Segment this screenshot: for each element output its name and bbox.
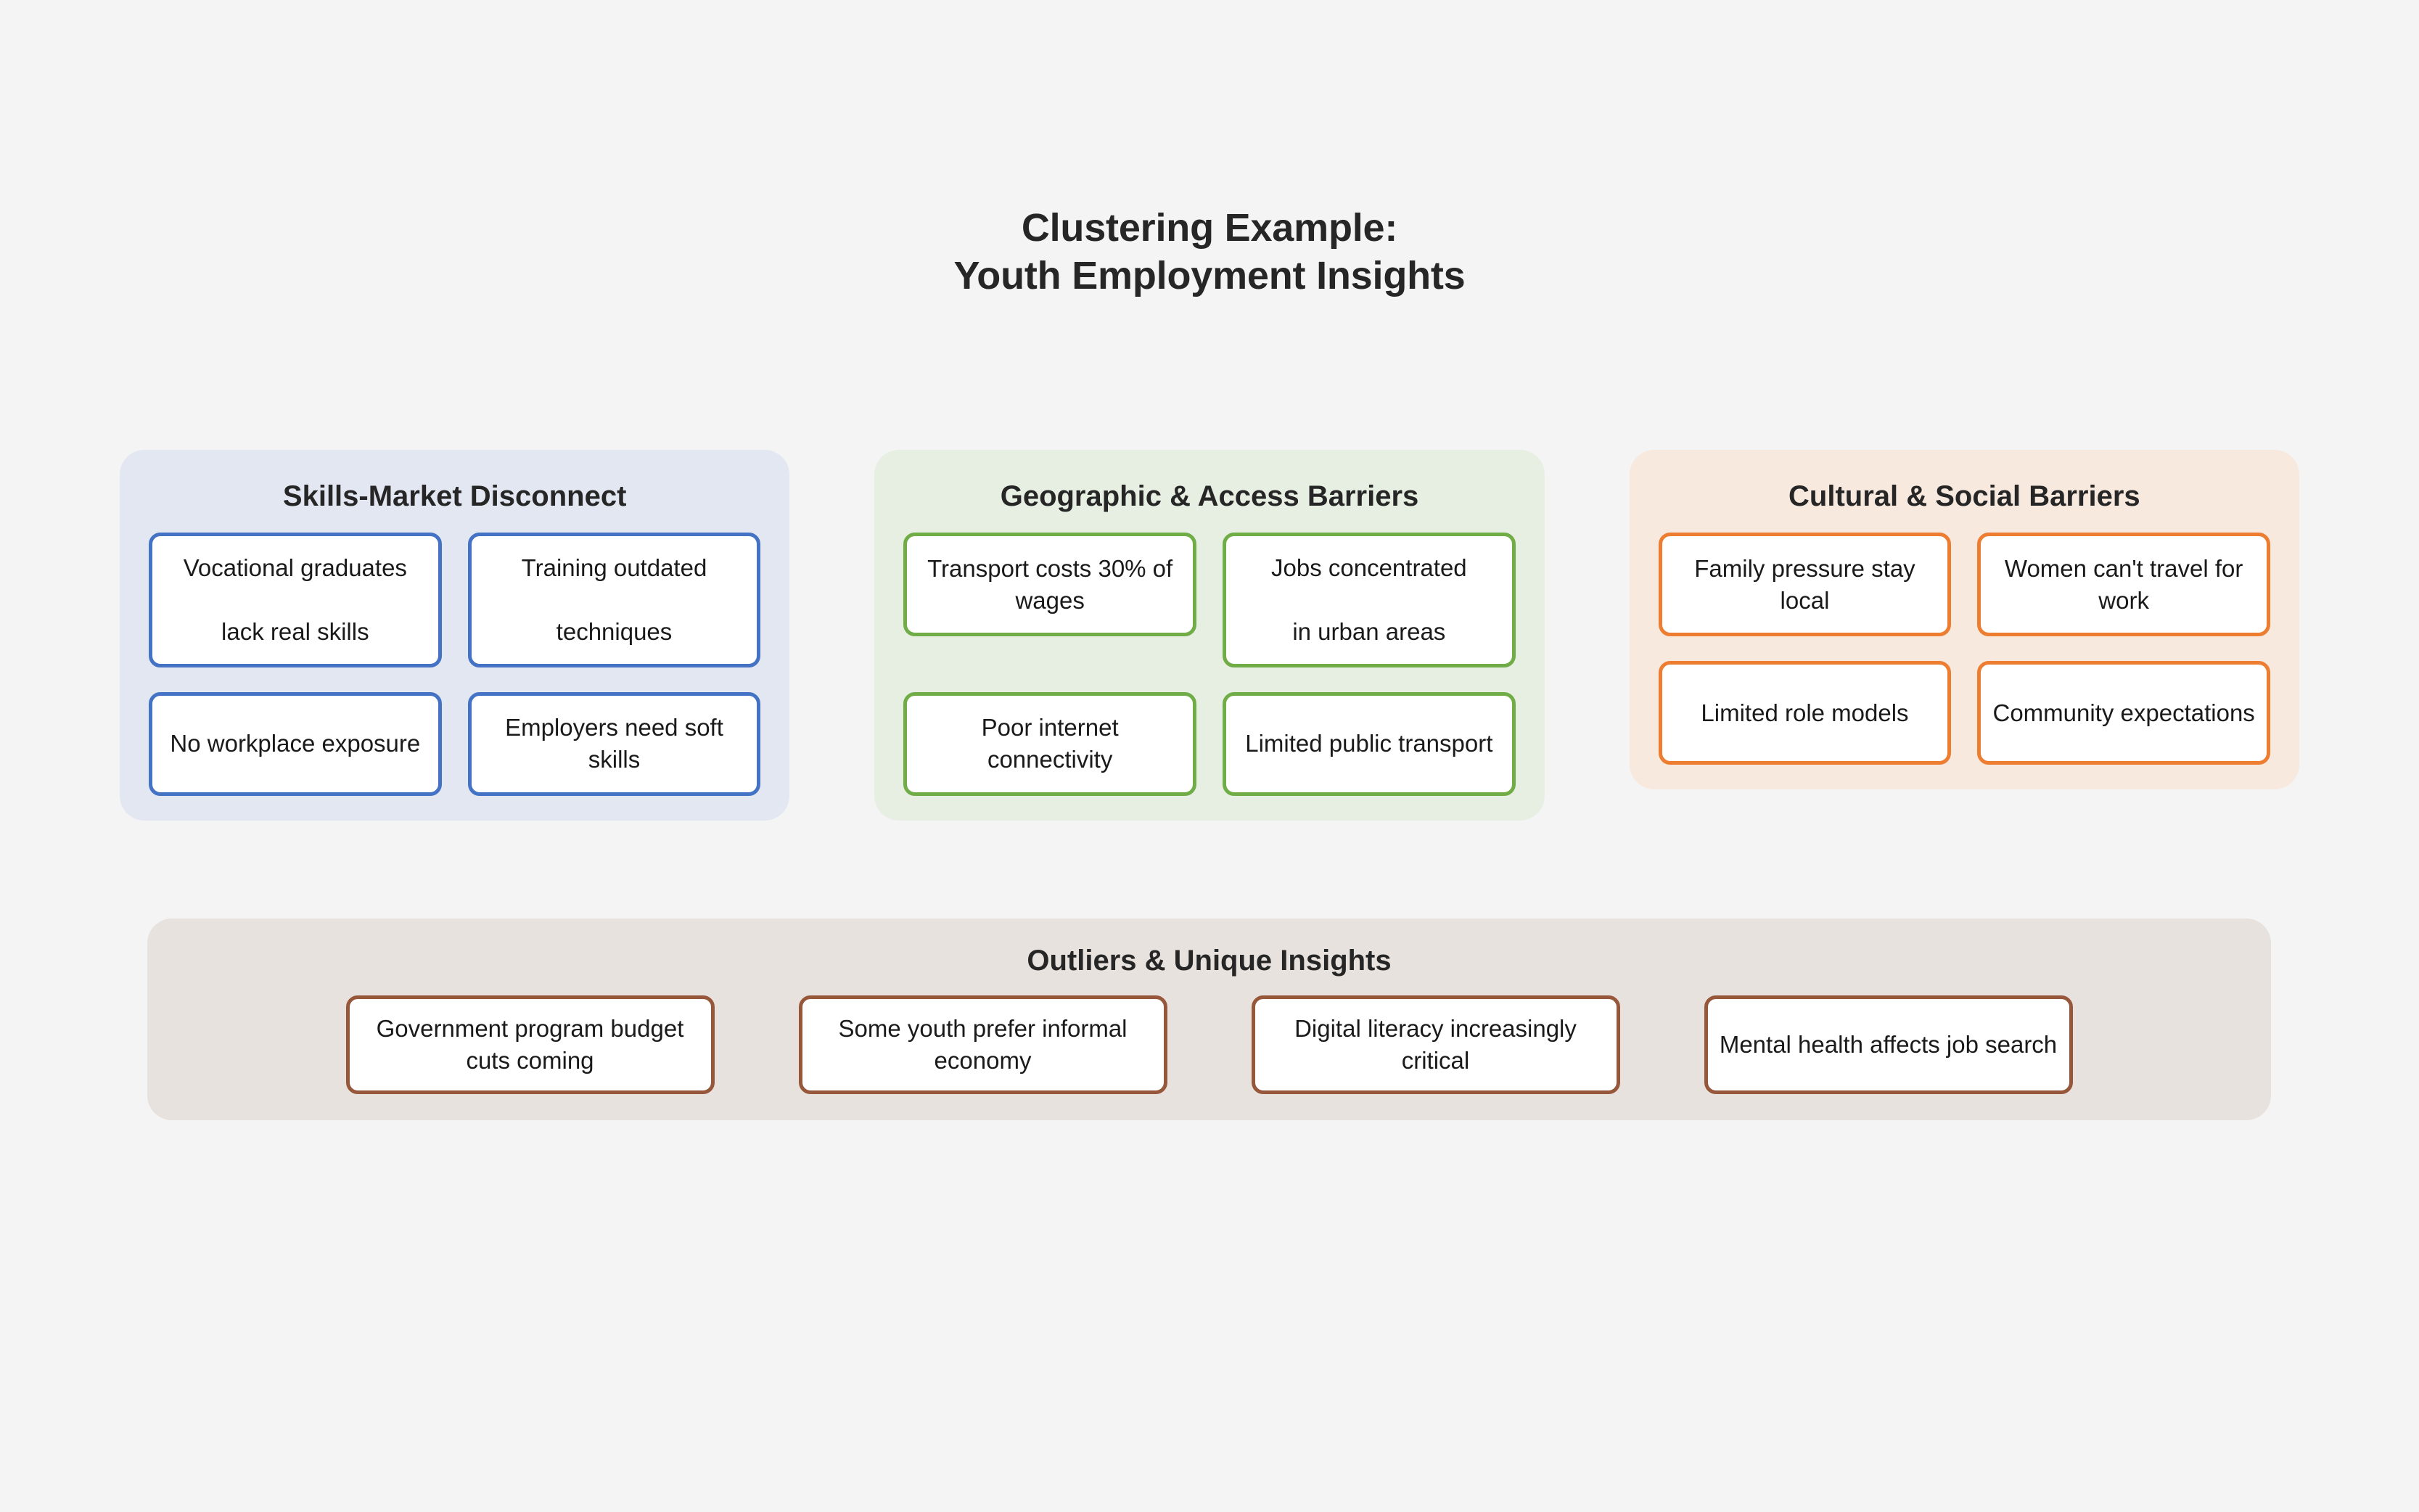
cluster-row: Skills-Market Disconnect Vocational grad… bbox=[120, 450, 2299, 821]
insight-card-text: Community expectations bbox=[1992, 699, 2255, 726]
insight-card-text: No workplace exposure bbox=[170, 730, 421, 757]
insight-card[interactable]: Limited public transport bbox=[1222, 691, 1516, 796]
insight-card[interactable]: Family pressure stay local bbox=[1658, 533, 1952, 636]
outlier-card-text: Some youth prefer informal economy bbox=[838, 1015, 1128, 1074]
insight-card[interactable]: Poor internet connectivity bbox=[903, 691, 1196, 796]
insight-card-text: Vocational graduates lack real skills bbox=[183, 554, 407, 645]
cluster-card-grid-geographic-access-barriers: Transport costs 30% of wages Jobs concen… bbox=[903, 533, 1516, 796]
cluster-panel-skills-market-disconnect: Skills-Market Disconnect Vocational grad… bbox=[120, 450, 790, 821]
page-title: Clustering Example: Youth Employment Ins… bbox=[0, 205, 2419, 300]
insight-card[interactable]: Women can't travel for work bbox=[1977, 533, 2270, 636]
cluster-panel-geographic-access-barriers: Geographic & Access Barriers Transport c… bbox=[874, 450, 1545, 821]
outlier-card[interactable]: Some youth prefer informal economy bbox=[798, 995, 1167, 1094]
outliers-panel: Outliers & Unique Insights Government pr… bbox=[147, 919, 2271, 1120]
insight-card-text: Training outdated techniques bbox=[521, 554, 707, 645]
insight-card-text: Family pressure stay local bbox=[1694, 554, 1915, 614]
outlier-card-text: Digital literacy increasingly critical bbox=[1294, 1015, 1577, 1074]
outliers-card-row: Government program budget cuts coming So… bbox=[147, 995, 2271, 1094]
outlier-card[interactable]: Mental health affects job search bbox=[1704, 995, 2073, 1094]
page-title-line-2: Youth Employment Insights bbox=[953, 253, 1466, 297]
outlier-card-text: Government program budget cuts coming bbox=[376, 1015, 684, 1074]
insight-card-text: Limited public transport bbox=[1245, 730, 1493, 757]
insight-card-text: Women can't travel for work bbox=[2004, 554, 2243, 614]
insight-card-text: Poor internet connectivity bbox=[981, 714, 1119, 773]
insight-card[interactable]: No workplace exposure bbox=[149, 691, 442, 796]
insight-card[interactable]: Community expectations bbox=[1977, 661, 2270, 765]
insight-card[interactable]: Vocational graduates lack real skills bbox=[149, 533, 442, 667]
insight-card-text: Jobs concentrated in urban areas bbox=[1270, 554, 1467, 645]
cluster-card-grid-skills-market-disconnect: Vocational graduates lack real skills Tr… bbox=[149, 533, 761, 796]
insight-card-text: Limited role models bbox=[1701, 699, 1909, 726]
outlier-card[interactable]: Digital literacy increasingly critical bbox=[1251, 995, 1620, 1094]
cluster-card-grid-cultural-social-barriers: Family pressure stay local Women can't t… bbox=[1658, 533, 2270, 765]
insight-card-text: Transport costs 30% of wages bbox=[927, 554, 1173, 614]
insight-card[interactable]: Employers need soft skills bbox=[467, 691, 761, 796]
insight-card[interactable]: Transport costs 30% of wages bbox=[903, 533, 1196, 636]
cluster-title-skills-market-disconnect: Skills-Market Disconnect bbox=[282, 480, 627, 512]
insight-card[interactable]: Jobs concentrated in urban areas bbox=[1222, 533, 1516, 667]
cluster-panel-cultural-social-barriers: Cultural & Social Barriers Family pressu… bbox=[1629, 450, 2299, 789]
insight-card[interactable]: Training outdated techniques bbox=[467, 533, 761, 667]
cluster-title-geographic-access-barriers: Geographic & Access Barriers bbox=[1000, 480, 1419, 512]
outlier-card[interactable]: Government program budget cuts coming bbox=[345, 995, 715, 1094]
outliers-title: Outliers & Unique Insights bbox=[1027, 945, 1392, 977]
insight-card[interactable]: Limited role models bbox=[1658, 661, 1952, 765]
page-title-line-1: Clustering Example: bbox=[1021, 206, 1398, 250]
cluster-title-cultural-social-barriers: Cultural & Social Barriers bbox=[1788, 480, 2140, 512]
outlier-card-text: Mental health affects job search bbox=[1719, 1031, 2058, 1059]
insight-card-text: Employers need soft skills bbox=[505, 714, 723, 773]
